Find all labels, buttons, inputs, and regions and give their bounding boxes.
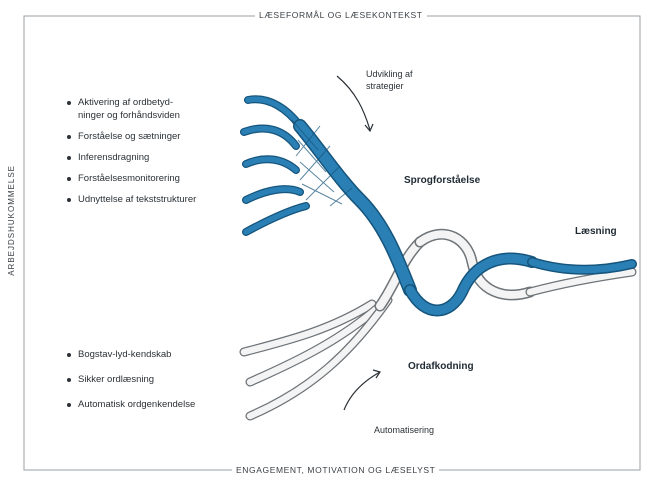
decoding-braid (530, 272, 632, 292)
bottom-frame-label: ENGAGEMENT, MOTIVATION OG LÆSELYST (232, 465, 439, 475)
left-frame-label-text: ARBEJDSHUKOMMELSE (7, 162, 16, 279)
language-item: Inferensdragning (66, 151, 256, 164)
reading-label: Læsning (575, 226, 617, 237)
language-item: Udnyttelse af tekststrukturer (66, 193, 256, 206)
language-item: Forståelsesmonitorering (66, 172, 256, 185)
decoding-strands (244, 234, 632, 416)
decoding-item: Bogstav-lyd-kendskab (66, 348, 256, 361)
language-item: Forståelse og sætninger (66, 130, 256, 143)
automatization-note: Automatisering (374, 424, 434, 436)
strategy-development-note: Udvikling af strategier (366, 68, 413, 92)
decoding-item-list: Bogstav-lyd-kendskab Sikker ordlæsning A… (66, 348, 256, 423)
curved-arrow-icon (344, 370, 380, 410)
top-frame-label: LÆSEFORMÅL OG LÆSEKONTEKST (255, 10, 427, 20)
language-comprehension-label: Sprogforståelse (404, 175, 480, 186)
language-item: Aktivering af ordbetyd- ninger og forhån… (66, 96, 256, 122)
left-frame-label: ARBEJDSHUKOMMELSE (4, 130, 18, 310)
decoding-item: Sikker ordlæsning (66, 373, 256, 386)
decoding-item: Automatisk ordgenkendelse (66, 398, 256, 411)
decoding-label: Ordafkodning (408, 361, 474, 372)
language-item-list: Aktivering af ordbetyd- ninger og forhån… (66, 96, 256, 214)
